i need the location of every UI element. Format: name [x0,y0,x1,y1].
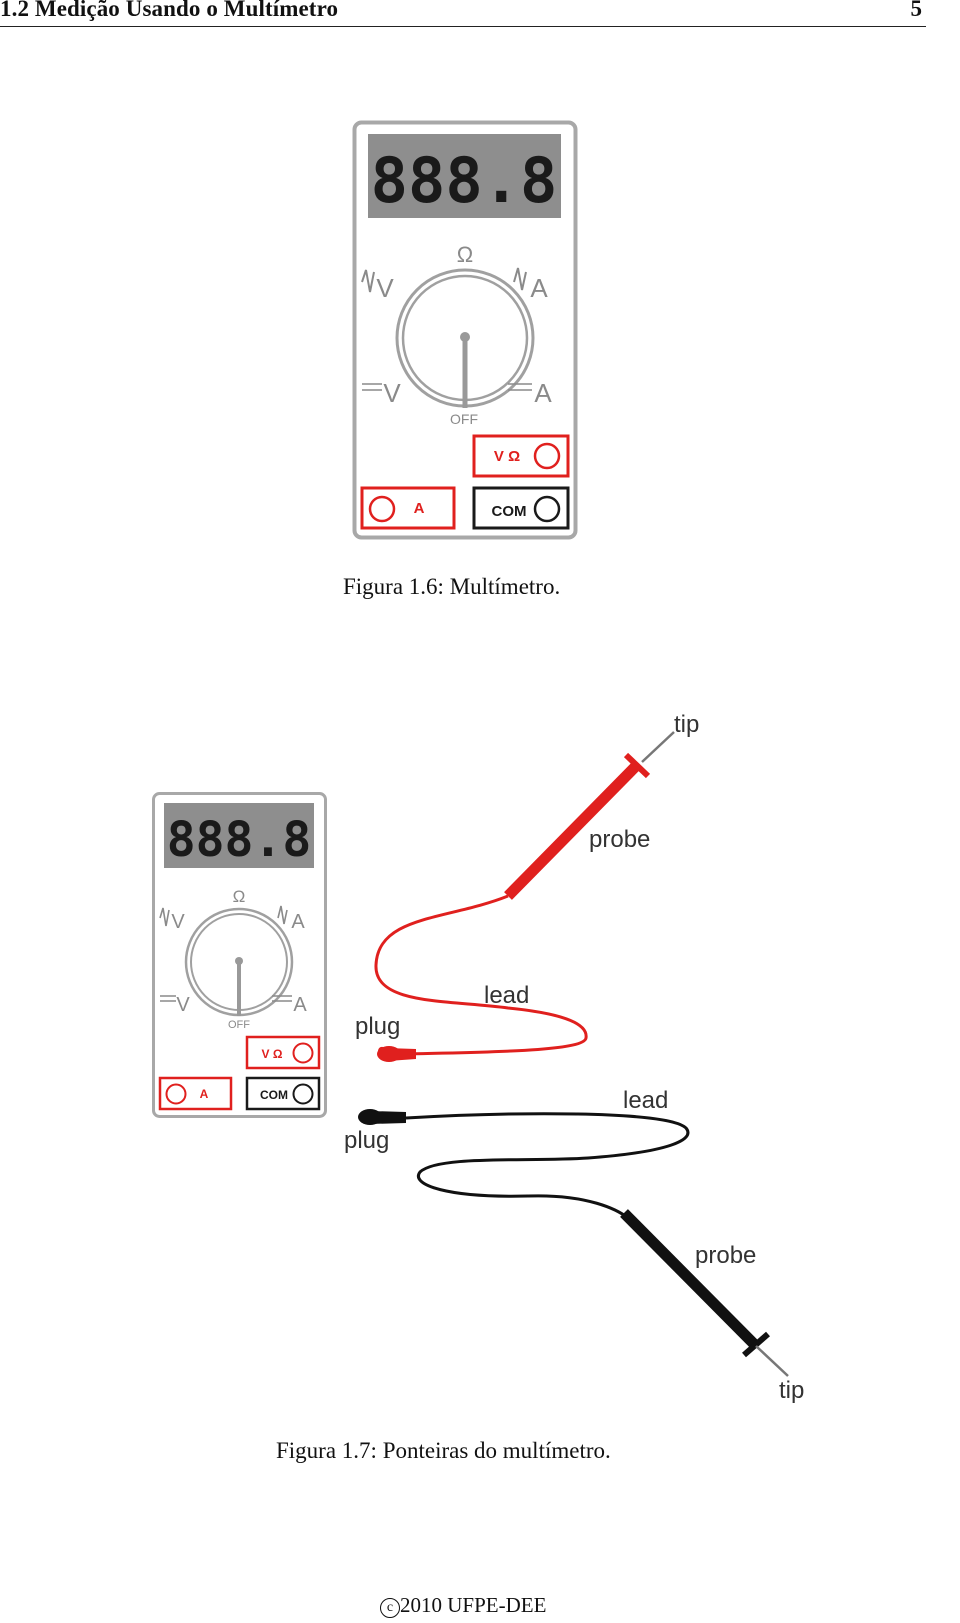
tip-label-red: tip [674,711,699,738]
volt-ohm-jack-label: V Ω [262,1047,283,1061]
multimeter-leads-figure: 888.8 Ω V A V A OFF V Ω A COM [152,711,804,1404]
plug-label-red: plug [355,1013,400,1040]
com-jack-label: COM [492,503,527,520]
dc-volts-label: V [176,994,190,1016]
ac-wave-icon [361,269,375,293]
probe-label-red: probe [589,826,650,853]
red-probe-body [504,762,640,900]
black-probe-guard [742,1331,770,1358]
ac-volts-label: V [376,273,394,303]
ac-volts-label: V [171,911,185,933]
display-window [368,134,561,218]
page-number: 5 [910,0,923,21]
dc-symbol-icon [362,383,382,391]
ac-amps-label: A [530,273,548,303]
amps-jack-label: A [414,500,425,517]
lead-label-red: lead [484,982,529,1009]
dc-amps-label: A [534,378,552,408]
amps-jack-box [360,486,456,530]
running-head: 1.2 Medição Usando o Multímetro 5 [0,0,926,27]
display-window [164,803,314,868]
tip-label-black: tip [779,1377,804,1404]
red-lead-wire [374,894,588,1056]
section-title: 1.2 Medição Usando o Multímetro [0,0,339,21]
copyright-text: 2010 UFPE-DEE [400,1593,547,1617]
com-jack-box [472,486,570,530]
off-label: OFF [228,1019,250,1031]
com-jack-label: COM [260,1088,288,1102]
amps-jack-socket[interactable] [368,495,396,523]
volt-ohm-jack-socket[interactable] [533,442,561,470]
red-test-lead [374,731,675,1062]
probe-label-black: probe [695,1242,756,1269]
black-tip [755,1345,789,1377]
ohm-label: Ω [233,887,246,906]
multimeter-figure: 888.8 Ω V A V A OFF V Ω A COM [352,120,578,540]
dc-volts-label: V [383,378,401,408]
amps-jack-label: A [200,1087,209,1101]
figure-caption-1-6: Figura 1.6: Multímetro. [343,574,561,599]
dc-amps-label: A [293,994,307,1016]
volt-ohm-jack-label: V Ω [494,448,520,465]
black-lead-wire [405,1112,690,1220]
black-probe-body [620,1209,758,1348]
red-probe-guard [623,752,651,779]
red-tip [641,731,675,763]
lead-label-black: lead [623,1087,668,1114]
ac-amps-label: A [291,911,305,933]
volt-ohm-jack-box [472,434,570,478]
com-jack-socket[interactable] [533,495,561,523]
off-label: OFF [450,411,478,427]
small-multimeter: 888.8 Ω V A V A OFF V Ω A COM [152,792,327,1118]
plug-label-black: plug [344,1127,389,1154]
ac-wave-icon-right [513,267,527,291]
rotary-dial[interactable] [395,268,535,408]
black-test-lead [358,1109,789,1377]
display-digits: 888.8 [371,144,558,217]
figure-caption-1-7: Figura 1.7: Ponteiras do multímetro. [276,1438,611,1463]
copyright-icon: c [380,1598,400,1618]
dc-symbol-icon-right [508,383,532,391]
ohm-label: Ω [457,242,473,267]
display-digits: 888.8 [167,812,312,868]
